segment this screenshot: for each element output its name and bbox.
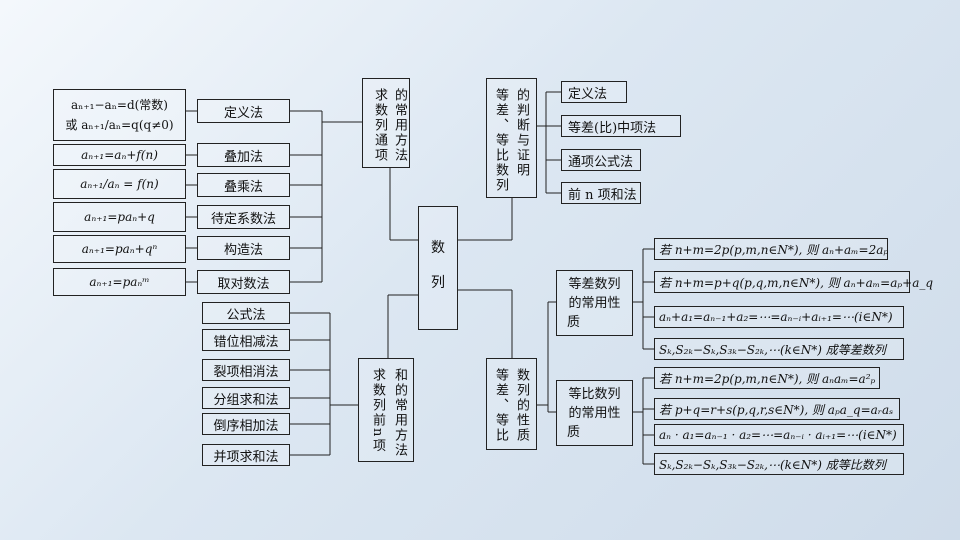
sum-method-5: 倒序相加法 [202,413,290,435]
sum-method-4: 分组求和法 [202,387,290,409]
formula-definition-line-2: 或 aₙ₊₁/aₙ=q(q≠0) [65,118,174,132]
arithmetic-property-4: Sₖ,S₂ₖ−Sₖ,S₃ₖ−S₂ₖ,⋯(k∈N*) 成等差数列 [654,338,904,360]
geometric-label-1: 等比数列 [568,386,621,402]
formula-undetermined: aₙ₊₁=paₙ+q [53,202,186,232]
geometric-property-4: Sₖ,S₂ₖ−Sₖ,S₃ₖ−S₂ₖ,⋯(k∈N*) 成等比数列 [654,453,904,475]
properties-node-col-left: 等差、等比 [493,368,508,443]
method-construction: 构造法 [197,236,290,260]
geometric-property-3: aₙ · a₁=aₙ₋₁ · a₂=⋯=aₙ₋ᵢ · aᵢ₊₁=⋯(i∈N*) [654,424,904,446]
sum-method-1: 公式法 [202,302,290,324]
geometric-label-2: 的常用性 [568,405,621,421]
geometric-property-2: 若 p+q=r+s(p,q,r,s∈N*), 则 aₚa_q=aᵣaₛ [654,398,900,420]
method-definition: 定义法 [197,99,290,123]
center-label-1: 数 [431,240,445,256]
arithmetic-property-1: 若 n+m=2p(p,m,n∈N*), 则 aₙ+aₘ=2aₚ [654,238,888,260]
general-term-node-col-right: 的常用方法 [392,88,407,163]
formula-multiplication: aₙ₊₁/aₙ = f(n) [53,169,186,199]
proof-node-col-left: 等差、等比数列 [493,88,508,193]
geometric-label-3: 质 [567,424,581,440]
sum-method-6: 并项求和法 [202,444,290,466]
general-term-node-col-left: 求数列通项 [372,88,387,163]
proof-node [486,78,537,198]
proof-method-2: 等差(比)中项法 [561,115,681,137]
arithmetic-property-2: 若 n+m=p+q(p,q,m,n∈N*), 则 aₙ+aₘ=aₚ+a_q [654,271,933,293]
arithmetic-label-2: 的常用性 [568,295,621,311]
properties-node [486,358,537,450]
arithmetic-label-3: 质 [567,314,581,330]
method-undetermined: 待定系数法 [197,205,290,229]
arithmetic-properties-label: 等差数列 的常用性 质 [556,270,633,336]
geometric-property-1: 若 n+m=2p(p,m,n∈N*), 则 aₙaₘ=a²ₚ [654,367,880,389]
geometric-properties-label: 等比数列 的常用性 质 [556,380,633,446]
properties-node-col-right: 数列的性质 [514,368,529,443]
center-label-2: 列 [431,275,445,291]
formula-logarithm: aₙ₊₁=paₙᵐ [53,268,186,296]
proof-method-1: 定义法 [561,81,627,103]
sum-node-col-left: 求数列前n项 [370,368,385,454]
proof-method-3: 通项公式法 [561,149,641,171]
arithmetic-property-3: aₙ+a₁=aₙ₋₁+a₂=⋯=aₙ₋ᵢ+aᵢ₊₁=⋯(i∈N*) [654,306,904,328]
method-superposition: 叠加法 [197,143,290,167]
sum-method-2: 错位相减法 [202,329,290,351]
method-multiplication: 叠乘法 [197,173,290,197]
sum-node [358,358,414,462]
method-logarithm: 取对数法 [197,270,290,294]
formula-definition: aₙ₊₁−aₙ=d(常数) 或 aₙ₊₁/aₙ=q(q≠0) [53,89,186,141]
formula-definition-line-1: aₙ₊₁−aₙ=d(常数) [71,98,168,112]
proof-method-4: 前 n 项和法 [561,182,641,204]
general-term-node [362,78,410,168]
arithmetic-label-1: 等差数列 [568,276,621,292]
formula-construction: aₙ₊₁=paₙ+qⁿ [53,235,186,263]
sum-method-3: 裂项相消法 [202,359,290,381]
proof-node-col-right: 的判断与证明 [514,88,529,178]
formula-superposition: aₙ₊₁=aₙ+f(n) [53,144,186,166]
center-node [418,206,458,330]
sum-node-col-right: 和的常用方法 [392,368,407,458]
